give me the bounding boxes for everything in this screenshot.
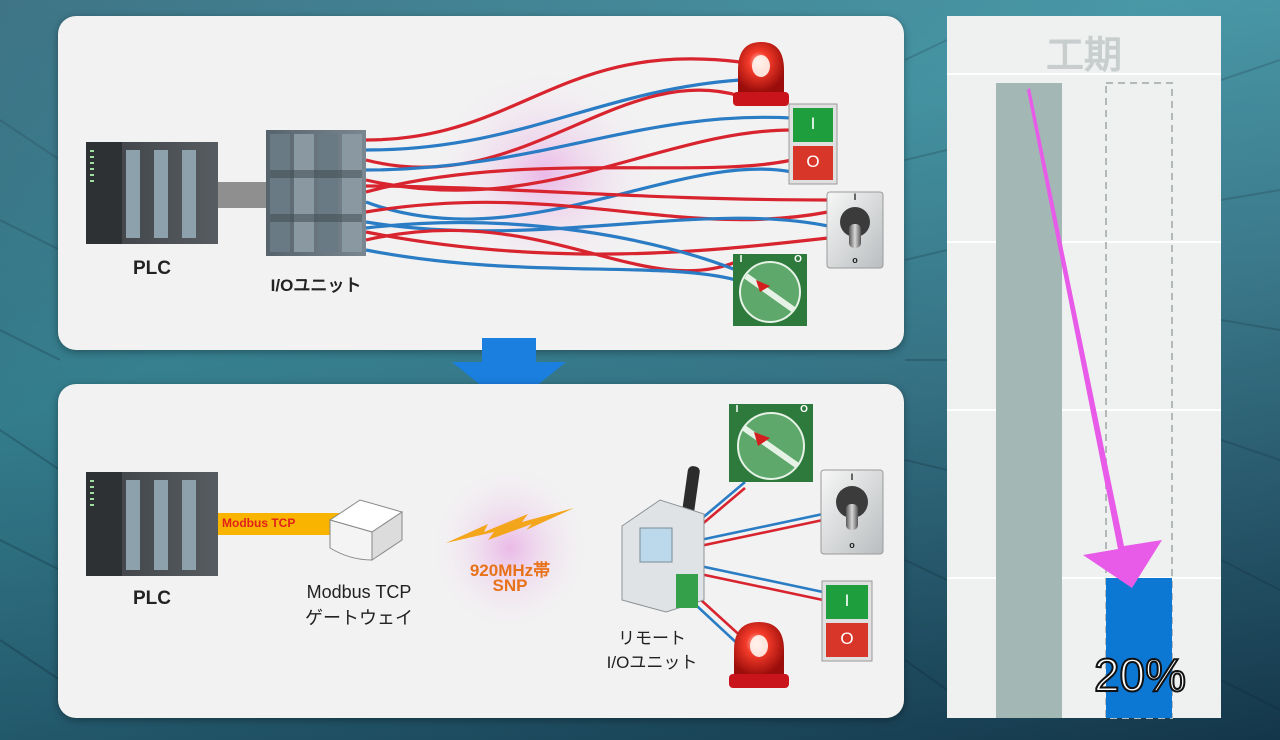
plc-device-bottom xyxy=(86,472,218,576)
switch-on-glyph-bottom: I xyxy=(844,591,850,610)
switch-off-glyph-top: O xyxy=(806,152,820,171)
toggle-switch-icon-bottom xyxy=(820,469,884,555)
modbus-link-label: Modbus TCP xyxy=(222,516,296,530)
io-unit-device xyxy=(266,130,366,256)
plc-device-top xyxy=(86,142,218,244)
chart-gridlines xyxy=(947,73,1221,579)
rotary-switch-icon-bottom xyxy=(729,404,813,482)
reduced-percent-label: 20% xyxy=(1093,648,1187,702)
schedule-title: 工期 xyxy=(1045,35,1122,77)
warning-lamp-icon xyxy=(733,42,789,106)
rotary-left-glyph-top: I xyxy=(739,254,743,265)
wire-bundle xyxy=(365,57,829,282)
switch-on-glyph-top: I xyxy=(810,114,816,133)
remote-io-wires xyxy=(683,481,824,647)
remote-io-label-line2: I/Oユニット xyxy=(606,653,698,672)
io-unit-label: I/Oユニット xyxy=(270,276,362,295)
toggle-top-glyph-bottom: I xyxy=(850,472,854,482)
wireless-label-line2: SNP xyxy=(492,576,528,595)
toggle-top-glyph-top: I xyxy=(853,192,857,202)
toggle-switch-icon xyxy=(826,191,884,269)
wireless-label-line1: 920MHz帯 xyxy=(469,561,551,580)
modbus-link-band xyxy=(218,513,352,535)
modbus-gateway-device xyxy=(328,499,404,561)
rotary-right-glyph-bottom: O xyxy=(800,404,808,415)
rotary-right-glyph-top: O xyxy=(794,254,802,265)
plc-label-top: PLC xyxy=(133,258,171,279)
push-button-switch-icon-bottom xyxy=(821,580,873,662)
plc-label-bottom: PLC xyxy=(133,588,171,609)
gateway-label-line1: Modbus TCP xyxy=(306,582,412,602)
push-button-switch-icon xyxy=(788,103,838,185)
remote-io-device xyxy=(621,466,705,613)
gateway-label-line2: ゲートウェイ xyxy=(305,608,413,628)
down-arrow-icon xyxy=(452,338,566,408)
wireless-signal-icon xyxy=(446,508,574,543)
rotary-left-glyph-bottom: I xyxy=(735,404,739,415)
original-schedule-bar xyxy=(996,83,1062,718)
reduced-schedule-bar xyxy=(1106,578,1172,718)
plc-io-connector xyxy=(218,182,266,208)
wireless-glow xyxy=(428,462,592,634)
switch-off-glyph-bottom: O xyxy=(840,629,854,648)
remote-io-label-line1: リモート xyxy=(618,629,686,648)
warning-lamp-icon-bottom xyxy=(729,622,789,688)
toggle-bottom-glyph-top: o xyxy=(852,255,858,265)
toggle-bottom-glyph-bottom: o xyxy=(849,540,855,550)
rotary-switch-icon xyxy=(733,254,807,326)
